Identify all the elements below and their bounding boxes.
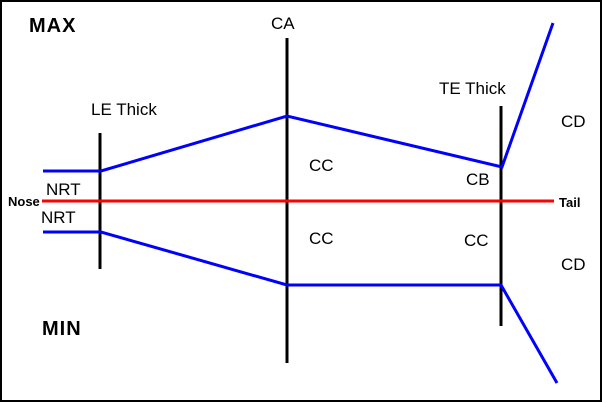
- label-ca: CA: [271, 14, 295, 33]
- lower-outline-line: [43, 230, 559, 384]
- label-cd-lower: CD: [561, 255, 586, 274]
- label-min: MIN: [42, 318, 82, 340]
- label-tail: Tail: [559, 195, 581, 210]
- label-cc-lower-right: CC: [464, 231, 489, 250]
- label-cb: CB: [466, 170, 490, 189]
- label-cd-upper: CD: [561, 112, 586, 131]
- label-te-thick: TE Thick: [439, 79, 506, 98]
- label-nose: Nose: [8, 194, 40, 209]
- label-nrt-lower: NRT: [41, 208, 76, 227]
- label-nrt-upper: NRT: [46, 180, 81, 199]
- label-cc-lower-center: CC: [309, 229, 334, 248]
- label-max: MAX: [29, 15, 77, 37]
- label-cc-upper: CC: [309, 156, 334, 175]
- label-le-thick: LE Thick: [91, 100, 157, 119]
- upper-outline-line: [43, 22, 555, 173]
